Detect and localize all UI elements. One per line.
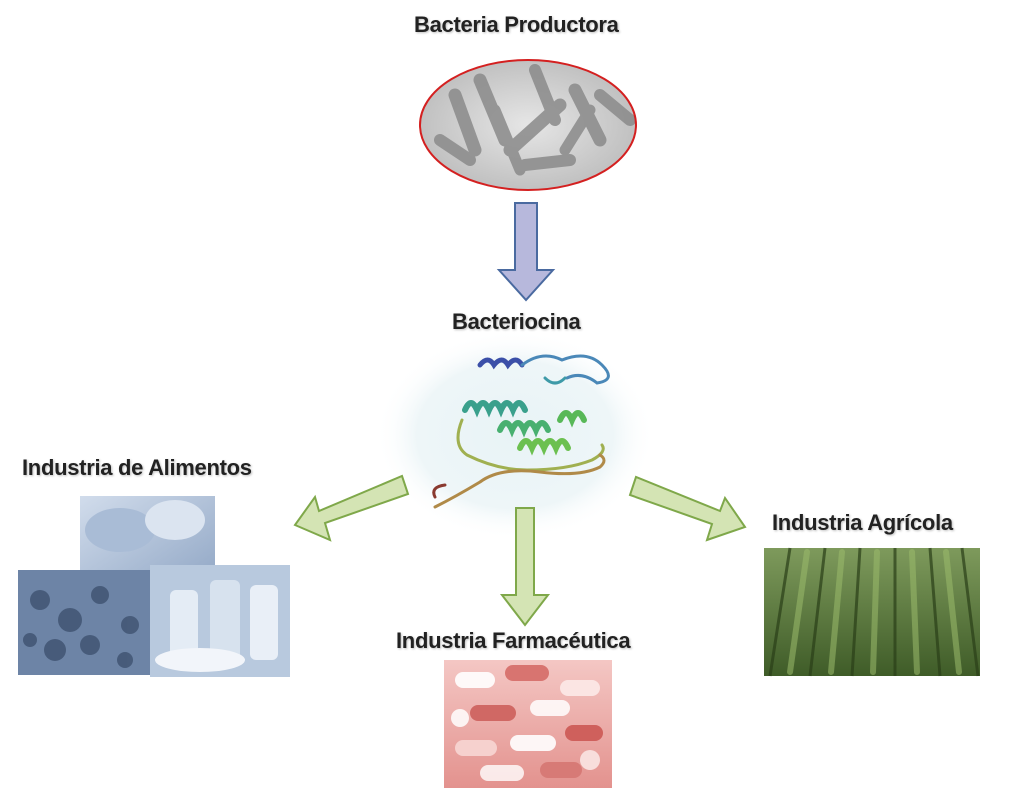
pharma-industry-label: Industria Farmacéutica <box>396 628 631 653</box>
bacteria-micrograph-icon <box>419 59 637 191</box>
food-industry-label: Industria de Alimentos <box>22 455 252 480</box>
producer-to-bacteriocin-arrow <box>496 202 556 302</box>
protein-structure-icon <box>432 354 610 509</box>
crop-field-photo <box>764 547 980 677</box>
bacteriocin-background-glow <box>375 330 655 540</box>
agri-industry-label: Industria Agrícola <box>772 510 953 535</box>
bacteriocin-to-food-arrow <box>293 474 410 542</box>
bacteriocin-to-pharma-arrow <box>499 507 551 627</box>
pills-photo <box>444 660 612 788</box>
producer-label: Bacteria Productora <box>414 12 619 37</box>
food-products-photo <box>18 496 290 677</box>
bacteriocin-label: Bacteriocina <box>452 309 581 334</box>
bacteriocin-to-agri-arrow <box>628 475 747 542</box>
